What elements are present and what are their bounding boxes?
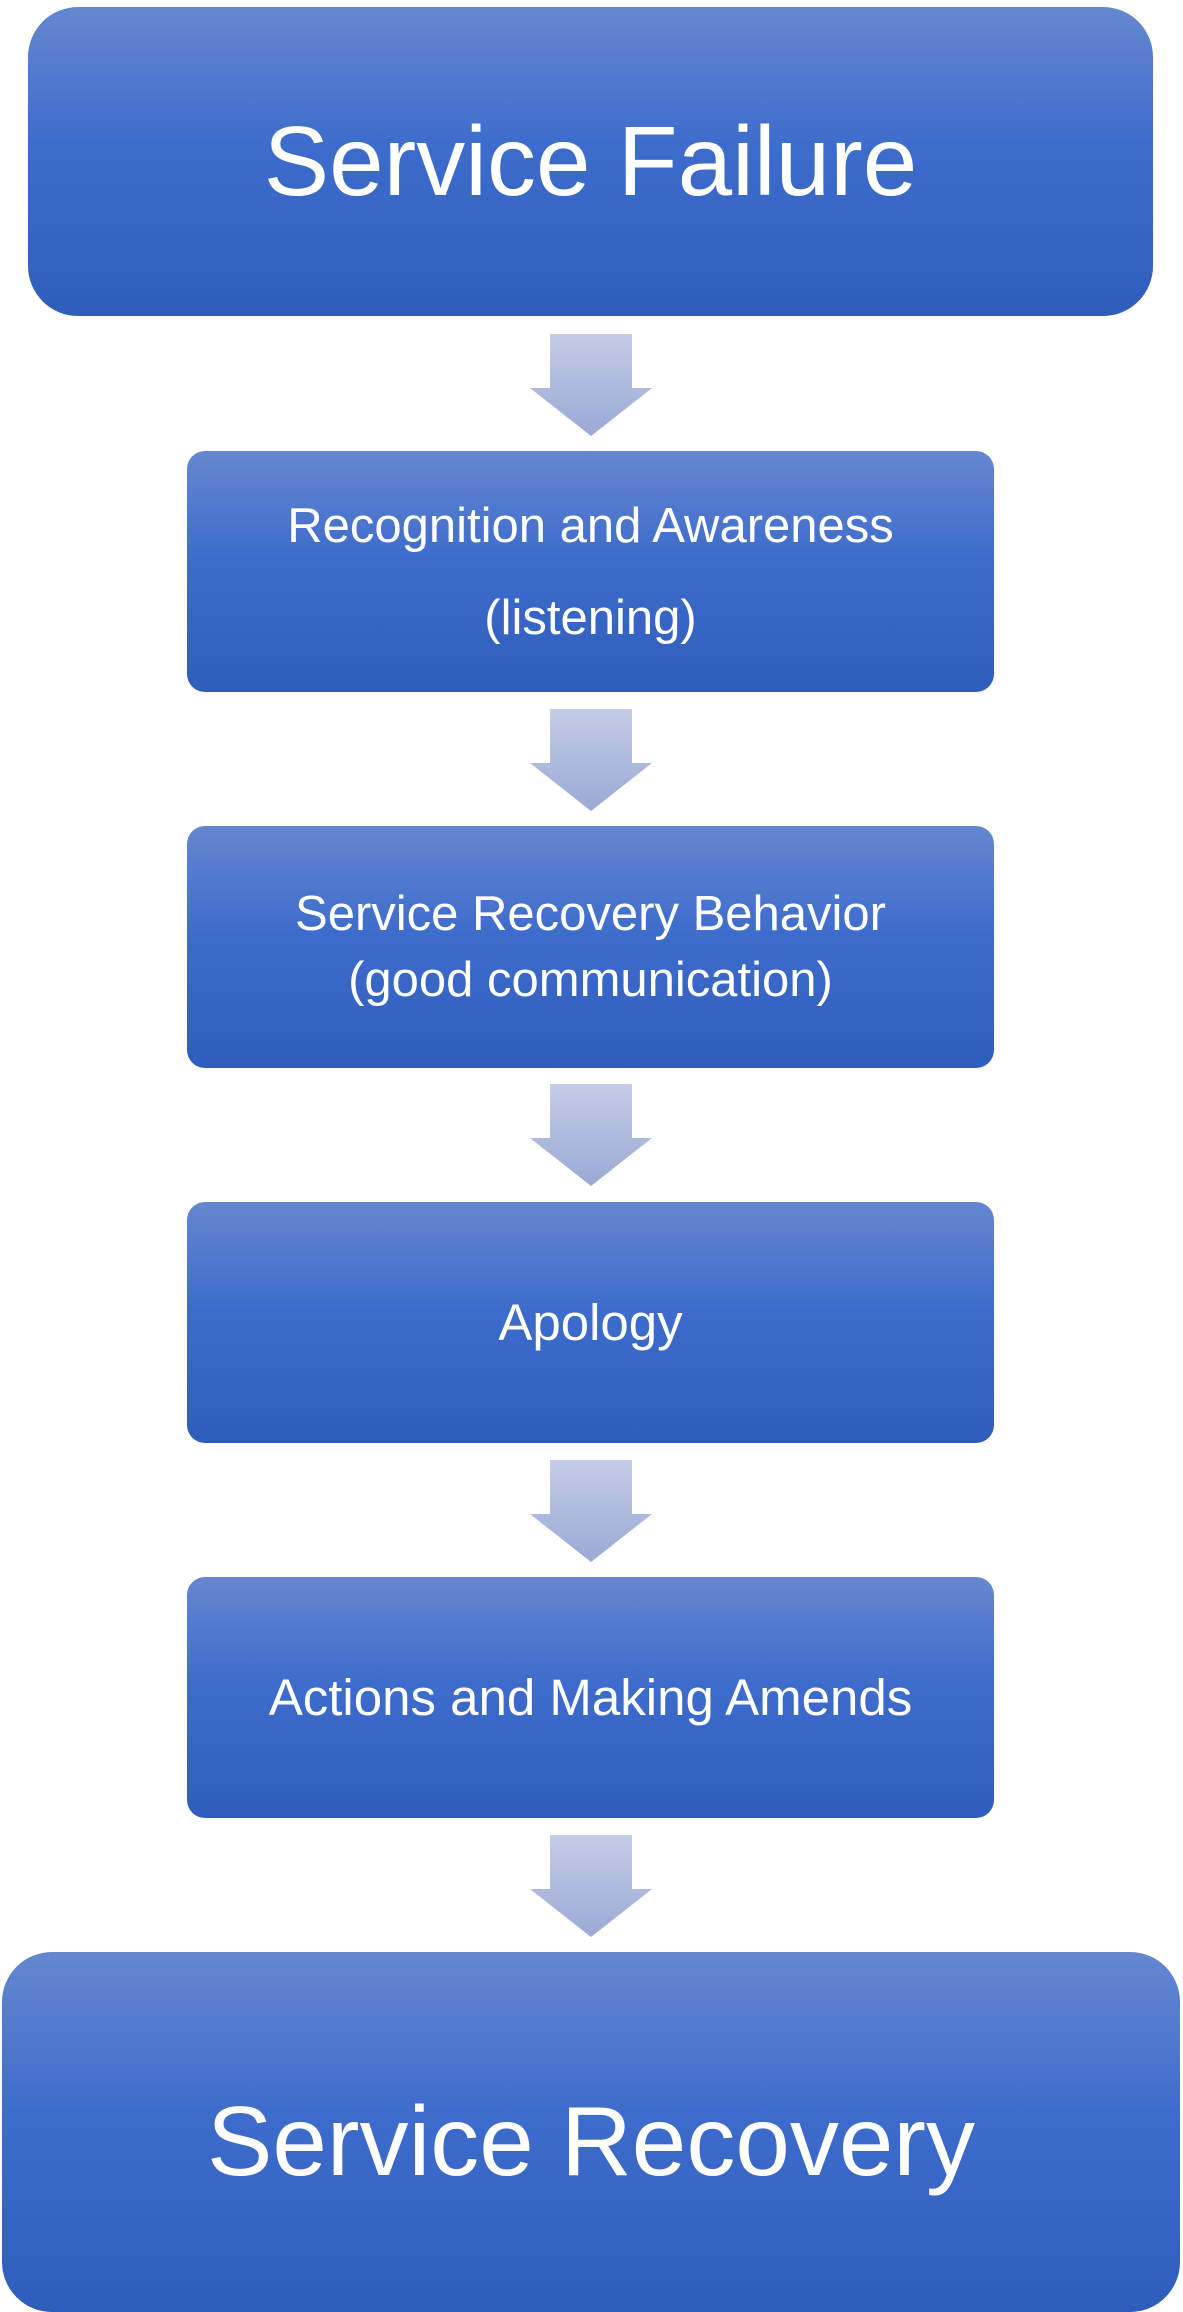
step-line: Apology [498, 1294, 683, 1351]
step-line: (listening) [484, 590, 697, 645]
down-arrow-icon [530, 709, 652, 811]
down-arrow-icon [530, 1460, 652, 1562]
service-recovery-label: Service Recovery [207, 2085, 975, 2196]
service-recovery-box: Service Recovery [2, 1952, 1180, 2312]
down-arrow-icon [530, 1835, 652, 1937]
apology-box: Apology [187, 1202, 994, 1443]
service-failure-label: Service Failure [263, 106, 918, 216]
step-line: Service Recovery Behavior [295, 887, 886, 941]
service-recovery-behavior-box: Service Recovery Behavior (good communic… [187, 826, 994, 1068]
step-line: Recognition and Awareness [287, 498, 894, 553]
step-line: Actions and Making Amends [268, 1669, 913, 1726]
service-failure-box: Service Failure [28, 7, 1153, 316]
actions-amends-box: Actions and Making Amends [187, 1577, 994, 1818]
down-arrow-icon [530, 334, 652, 436]
recognition-awareness-box: Recognition and Awareness (listening) [187, 451, 994, 692]
step-line: (good communication) [348, 953, 833, 1007]
down-arrow-icon [530, 1084, 652, 1186]
